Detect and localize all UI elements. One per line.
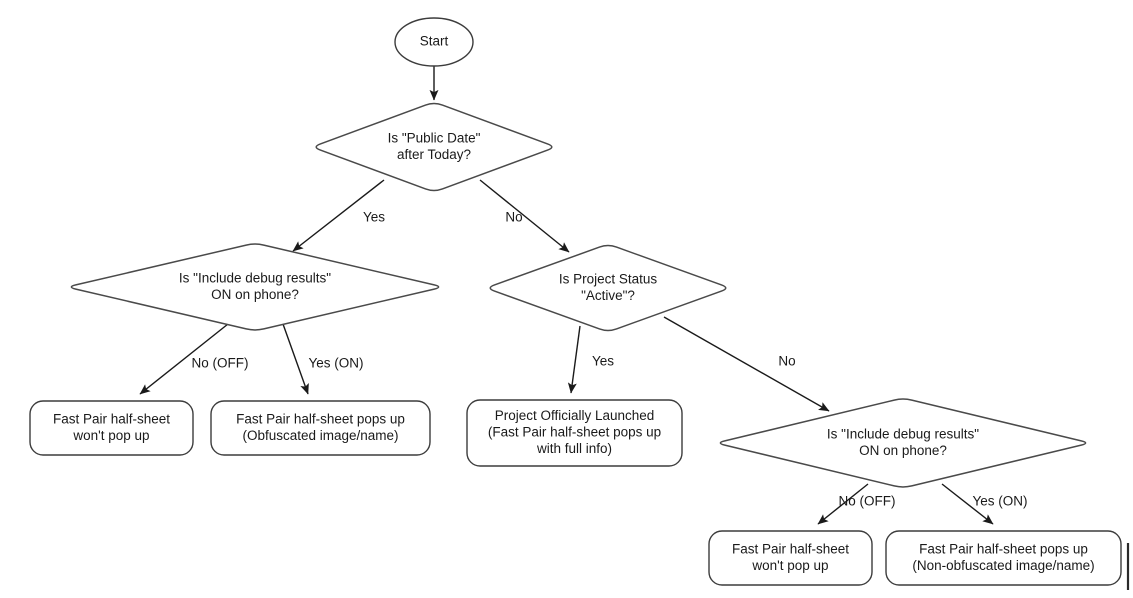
node-right-no-off-result[interactable]: Fast Pair half-sheet won't pop up [708,530,873,586]
node-shape-rect-left-no-off-result [29,400,194,456]
node-shape-diamond-debug-results-right-decision [719,398,1087,488]
edge-project-status-yes: Yes [567,325,614,394]
node-label-right-no-off-result-line-2: won't pop up [751,558,828,573]
node-label-debug-results-left-decision-line-1: Is "Include debug results" [179,270,331,285]
node-label-project-launched-result-line-3: with full info) [536,441,612,456]
edge-label-left-yes-on: Yes (ON) [308,356,363,371]
node-left-no-off-result[interactable]: Fast Pair half-sheet won't pop up [29,400,194,456]
edge-line-project-status-yes [567,325,581,394]
node-right-yes-on-result[interactable]: Fast Pair half-sheet pops up (Non-obfusca… [885,530,1122,586]
edge-line-public-date-no [479,179,570,253]
edge-line-left-yes-on [282,323,309,395]
edge-label-project-status-no: No [778,354,795,369]
node-shape-rect-right-yes-on-result [885,530,1122,586]
node-public-date-decision[interactable]: Is "Public Date" after Today? [315,102,553,192]
node-project-status-decision[interactable]: Is Project Status "Active"? [489,244,727,332]
edge-label-public-date-no: No [505,210,522,225]
node-label-project-launched-result-line-1: Project Officially Launched [495,408,655,423]
node-shape-rect-project-launched-result [466,399,683,467]
edge-left-no-off: No (OFF) [139,323,249,395]
edge-label-public-date-yes: Yes [363,210,385,225]
node-shape-diamond-public-date-decision [315,102,553,192]
node-shape-diamond-debug-results-left-decision [70,243,440,331]
node-label-public-date-decision-line-2: after Today? [397,147,471,162]
node-label-debug-results-right-decision-line-1: Is "Include debug results" [827,426,979,441]
node-label-right-yes-on-result-line-1: Fast Pair half-sheet pops up [919,541,1088,556]
node-label-start-line-1: Start [420,34,449,49]
node-debug-results-right-decision[interactable]: Is "Include debug results" ON on phone? [719,398,1087,488]
edge-right-yes-on: Yes (ON) [941,483,1028,525]
node-label-debug-results-right-decision-line-2: ON on phone? [859,443,947,458]
edge-left-yes-on: Yes (ON) [282,323,364,395]
node-label-left-yes-on-result-line-2: (Obfuscated image/name) [242,428,398,443]
edge-public-date-yes: Yes [292,179,385,252]
node-label-project-launched-result-line-2: (Fast Pair half-sheet pops up [488,425,661,440]
edge-label-right-no-off: No (OFF) [839,494,896,509]
node-start[interactable]: Start [394,17,474,67]
edge-line-right-yes-on [941,483,994,525]
node-label-right-yes-on-result-line-2: (Non-obfuscated image/name) [912,558,1094,573]
edge-label-project-status-yes: Yes [592,354,614,369]
edge-label-right-yes-on: Yes (ON) [972,494,1027,509]
node-label-public-date-decision-line-1: Is "Public Date" [388,130,481,145]
node-label-left-no-off-result-line-1: Fast Pair half-sheet [53,411,170,426]
node-shape-rect-right-no-off-result [708,530,873,586]
node-shape-diamond-project-status-decision [489,244,727,332]
node-label-project-status-decision-line-2: "Active"? [581,288,635,303]
edge-line-left-no-off [139,323,229,395]
node-label-right-no-off-result-line-1: Fast Pair half-sheet [732,541,849,556]
edge-line-project-status-no [663,316,830,412]
node-shape-rect-left-yes-on-result [210,400,431,456]
edge-project-status-no: No [663,316,830,412]
node-debug-results-left-decision[interactable]: Is "Include debug results" ON on phone? [70,243,440,331]
edge-right-no-off: No (OFF) [817,483,896,525]
node-label-project-status-decision-line-1: Is Project Status [559,271,658,286]
nodes-layer: Start Is "Public Date" after Today? Is "Inc… [29,17,1122,586]
node-label-debug-results-left-decision-line-2: ON on phone? [211,287,299,302]
node-project-launched-result[interactable]: Project Officially Launched (Fast Pair ha… [466,399,683,467]
edge-line-right-no-off [817,483,869,525]
edge-public-date-no: No [479,179,570,253]
edge-line-public-date-yes [292,179,385,252]
node-shape-ellipse-start [394,17,474,67]
node-label-left-yes-on-result-line-1: Fast Pair half-sheet pops up [236,411,405,426]
node-label-left-no-off-result-line-2: won't pop up [72,428,149,443]
edge-label-left-no-off: No (OFF) [192,356,249,371]
node-left-yes-on-result[interactable]: Fast Pair half-sheet pops up (Obfuscated … [210,400,431,456]
